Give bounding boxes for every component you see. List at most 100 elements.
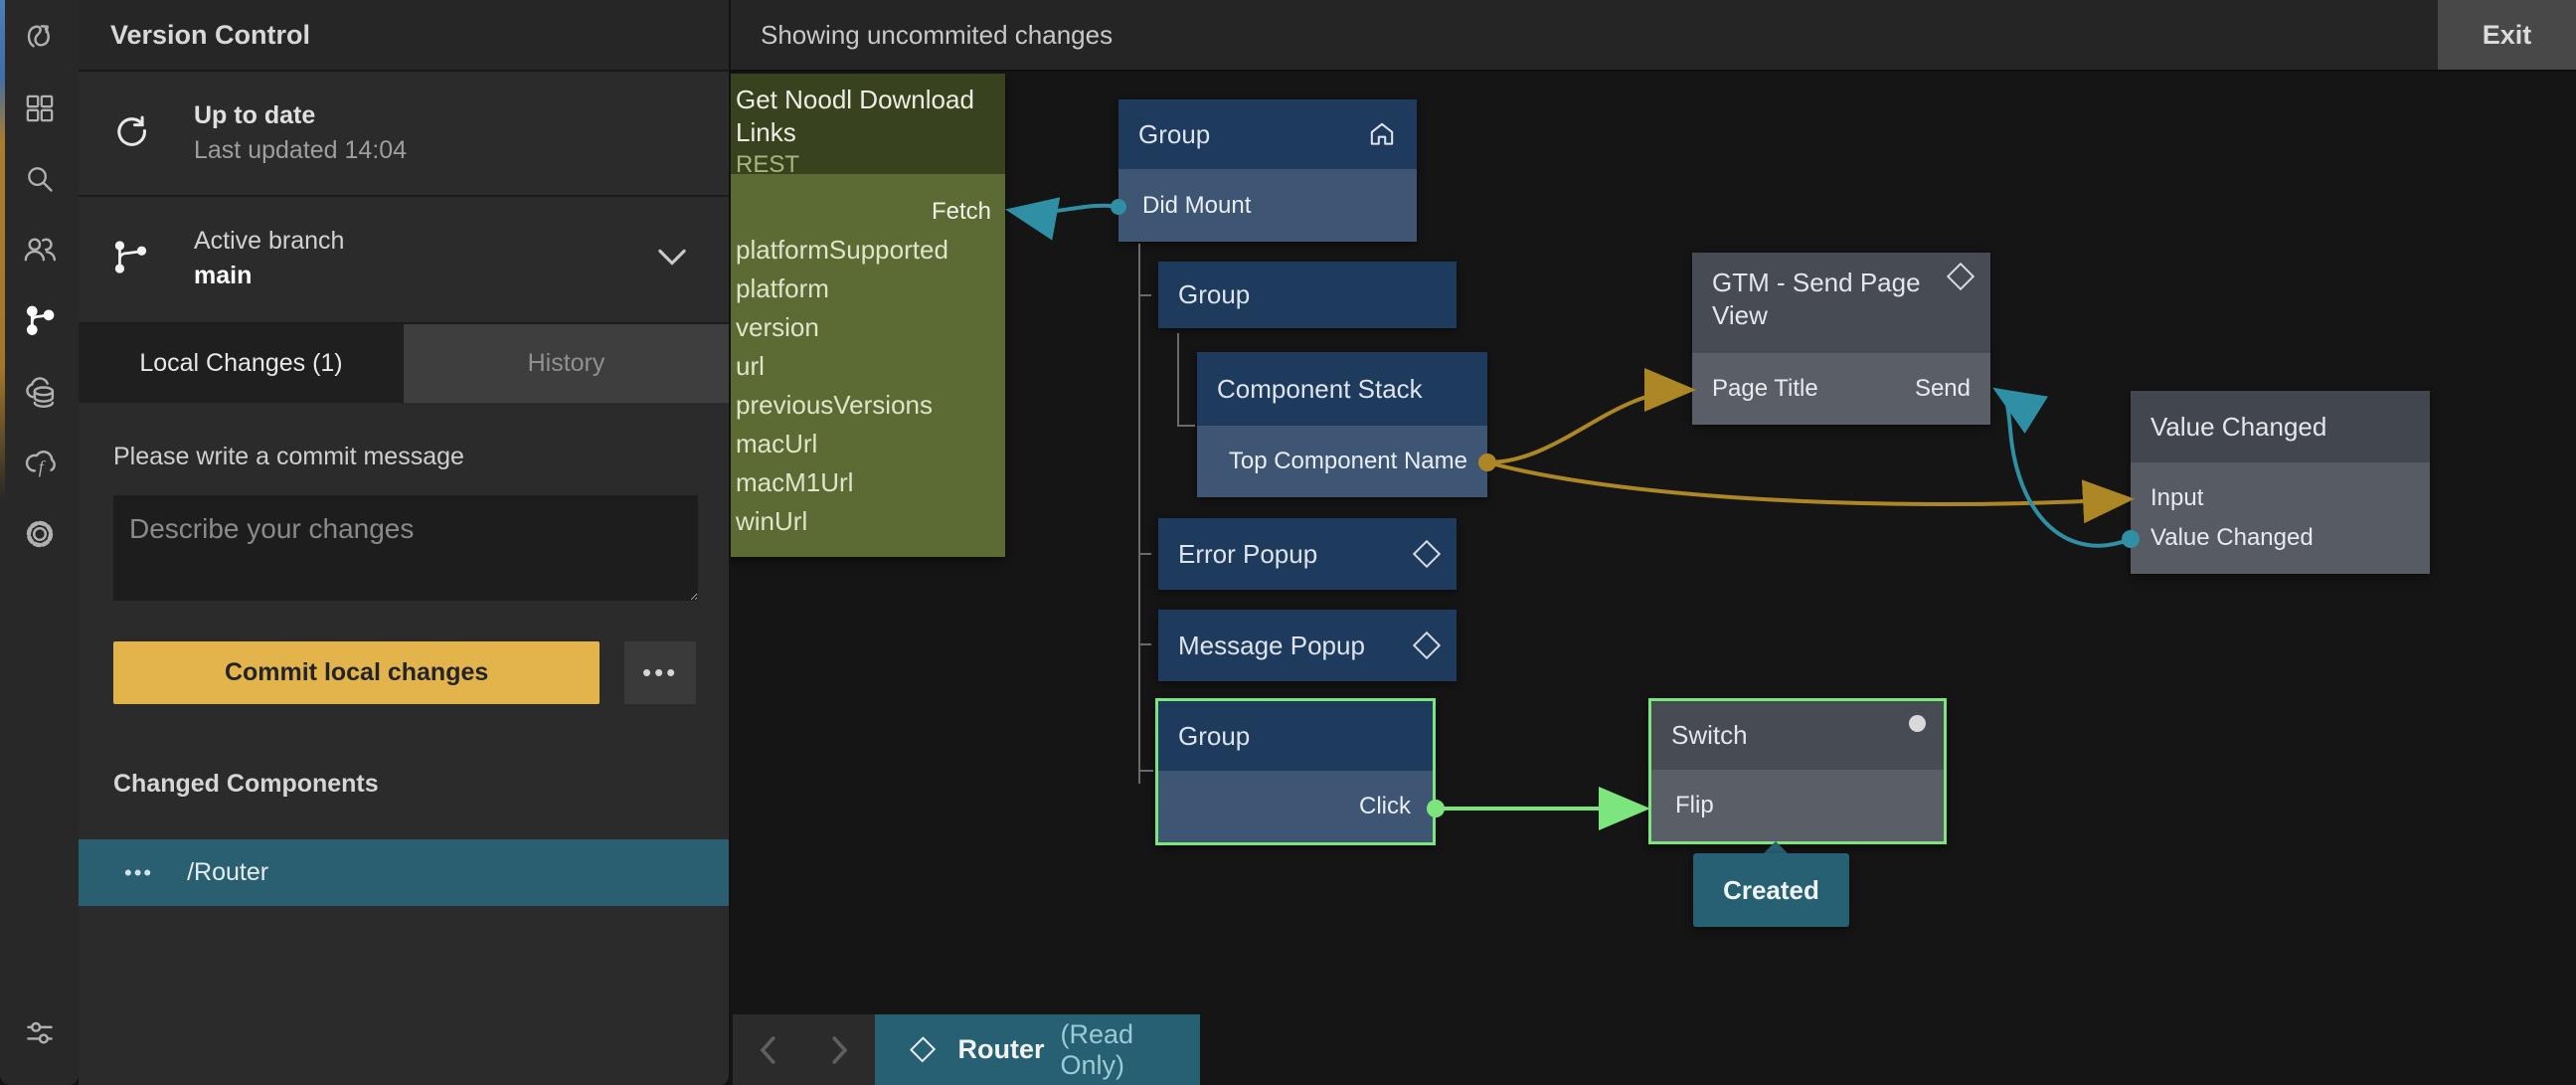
node-title: Message Popup	[1178, 630, 1365, 660]
components-grid-icon	[26, 94, 53, 122]
port-fetch-input[interactable]: Fetch	[931, 197, 991, 225]
sidebar-item-components[interactable]	[20, 89, 60, 128]
port-page-title-input[interactable]: Page Title	[1712, 375, 1818, 402]
sidebar-item-collaboration[interactable]	[20, 230, 60, 270]
branch-icon	[110, 237, 152, 283]
svg-text:f: f	[38, 456, 46, 476]
sidebar-item-cloud-services[interactable]	[20, 372, 60, 412]
changed-components-heading: Changed Components	[113, 770, 379, 798]
changes-tabs: Local Changes (1) History	[79, 324, 729, 403]
connection-topcomponent-pagetitle[interactable]	[1486, 368, 1696, 464]
connection-valuechanged-send[interactable]	[1992, 387, 2132, 548]
port-output[interactable]: macM1Url	[736, 467, 854, 497]
git-branch-icon	[26, 305, 54, 335]
editor-preferences-button[interactable]	[20, 1012, 60, 1052]
node-title: Group	[1138, 118, 1211, 149]
component-diamond-icon	[1412, 631, 1442, 660]
chevron-down-icon[interactable]	[655, 246, 689, 274]
port-top-component-name-output[interactable]: Top Component Name	[1228, 448, 1467, 474]
node-rest-get-noodl-download-links[interactable]: Get Noodl Download Links REST Fetch plat…	[731, 74, 1005, 557]
connection-didmount-fetch[interactable]	[1005, 197, 1119, 241]
tooltip-text: Created	[1723, 874, 1819, 905]
exit-button[interactable]: Exit	[2438, 0, 2576, 70]
node-group-selected[interactable]: Group Click	[1155, 698, 1436, 845]
cloud-function-icon: f	[25, 451, 56, 476]
component-tab-router[interactable]: Router (Read Only)	[875, 1014, 1200, 1085]
node-error-popup[interactable]: Error Popup	[1158, 518, 1457, 590]
uncommitted-changes-status: Showing uncommited changes	[761, 19, 1114, 50]
node-switch[interactable]: Switch Flip	[1648, 698, 1947, 844]
changed-component-router-row[interactable]: ••• /Router	[79, 839, 729, 906]
panel-header: Version Control	[79, 0, 729, 72]
sync-status-subtitle: Last updated 14:04	[194, 136, 408, 164]
tooltip-caret	[1763, 841, 1789, 854]
node-group-child[interactable]: Group	[1158, 262, 1457, 328]
noodl-logo-icon[interactable]	[20, 16, 60, 56]
commit-prompt-label: Please write a commit message	[113, 443, 464, 470]
port-send-signal[interactable]: Send	[1914, 375, 1971, 402]
connection-topcomponent-input[interactable]	[1486, 460, 2135, 524]
node-message-popup[interactable]: Message Popup	[1158, 610, 1457, 681]
port-output[interactable]: previousVersions	[736, 390, 933, 420]
gear-icon	[26, 520, 53, 548]
sidebar-item-settings[interactable]	[20, 514, 60, 554]
cloud-database-icon	[25, 377, 54, 409]
port-output[interactable]: platform	[736, 273, 829, 303]
commit-message-input[interactable]	[113, 495, 698, 601]
node-graph-canvas[interactable]: Get Noodl Download Links REST Fetch plat…	[731, 72, 2576, 1085]
forward-arrow-button[interactable]	[824, 1032, 854, 1068]
active-branch-label: Active branch	[194, 227, 345, 255]
component-tab-readonly-label: (Read Only)	[1060, 1018, 1134, 1080]
node-title: Component Stack	[1217, 373, 1423, 404]
port-output[interactable]: platformSupported	[736, 235, 948, 265]
sidebar-item-search[interactable]	[20, 159, 60, 199]
node-group-home[interactable]: Group Did Mount	[1118, 99, 1417, 242]
canvas-top-bar: Showing uncommited changes Exit	[731, 0, 2576, 72]
noodl-logo	[27, 25, 50, 48]
sidebar-item-version-control[interactable]	[20, 300, 60, 340]
port-value-changed-output[interactable]: Value Changed	[2150, 524, 2314, 551]
port-input[interactable]: Input	[2150, 484, 2204, 511]
version-control-panel: Version Control Up to date Last updated …	[79, 0, 731, 1085]
port-flip-input[interactable]: Flip	[1675, 792, 1714, 818]
home-icon	[1370, 122, 1394, 145]
component-diamond-icon	[1946, 262, 1975, 291]
node-title: Error Popup	[1178, 538, 1318, 569]
node-gtm-send-page-view[interactable]: GTM - Send Page View Page Title Send	[1692, 253, 1990, 425]
sidebar-rail: f	[0, 0, 79, 1085]
refresh-icon[interactable]	[110, 110, 152, 157]
component-diamond-icon	[909, 1036, 937, 1063]
sync-status-title: Up to date	[194, 101, 316, 129]
commit-more-options-button[interactable]: •••	[624, 641, 696, 704]
port-click-output[interactable]: Click	[1359, 793, 1411, 819]
sync-status-section: Up to date Last updated 14:04	[79, 72, 729, 197]
port-did-mount-output[interactable]: Did Mount	[1142, 191, 1252, 219]
panel-title: Version Control	[110, 19, 311, 50]
tab-history[interactable]: History	[404, 324, 729, 403]
component-status-dots: •••	[124, 859, 154, 885]
tab-local-changes[interactable]: Local Changes (1)	[79, 324, 404, 403]
port-output[interactable]: winUrl	[736, 506, 808, 536]
node-title: Switch	[1671, 720, 1748, 750]
commit-local-changes-button[interactable]: Commit local changes	[113, 641, 601, 704]
commit-area: Please write a commit message Commit loc…	[79, 403, 729, 704]
users-icon	[24, 238, 56, 262]
node-component-stack[interactable]: Component Stack Top Component Name	[1197, 352, 1487, 497]
port-output[interactable]: url	[736, 351, 765, 381]
search-icon	[27, 167, 53, 192]
port-output[interactable]: version	[736, 312, 819, 342]
port-output[interactable]: macUrl	[736, 429, 818, 458]
node-title: GTM - Send Page View	[1712, 268, 1921, 330]
component-name: /Router	[187, 858, 269, 886]
active-branch-section[interactable]: Active branch main	[79, 197, 729, 324]
node-value-changed[interactable]: Value Changed Input Value Changed	[2131, 391, 2430, 574]
node-title: Group	[1178, 279, 1251, 309]
sliders-icon	[26, 1021, 53, 1044]
node-status-dot	[1909, 715, 1926, 732]
created-tooltip: Created	[1693, 853, 1849, 927]
node-title: Get Noodl Download Links	[736, 85, 974, 147]
node-title: Value Changed	[2150, 411, 2327, 442]
sidebar-item-cloud-functions[interactable]: f	[20, 443, 60, 482]
back-arrow-button[interactable]	[754, 1032, 783, 1068]
active-branch-name: main	[194, 262, 253, 289]
